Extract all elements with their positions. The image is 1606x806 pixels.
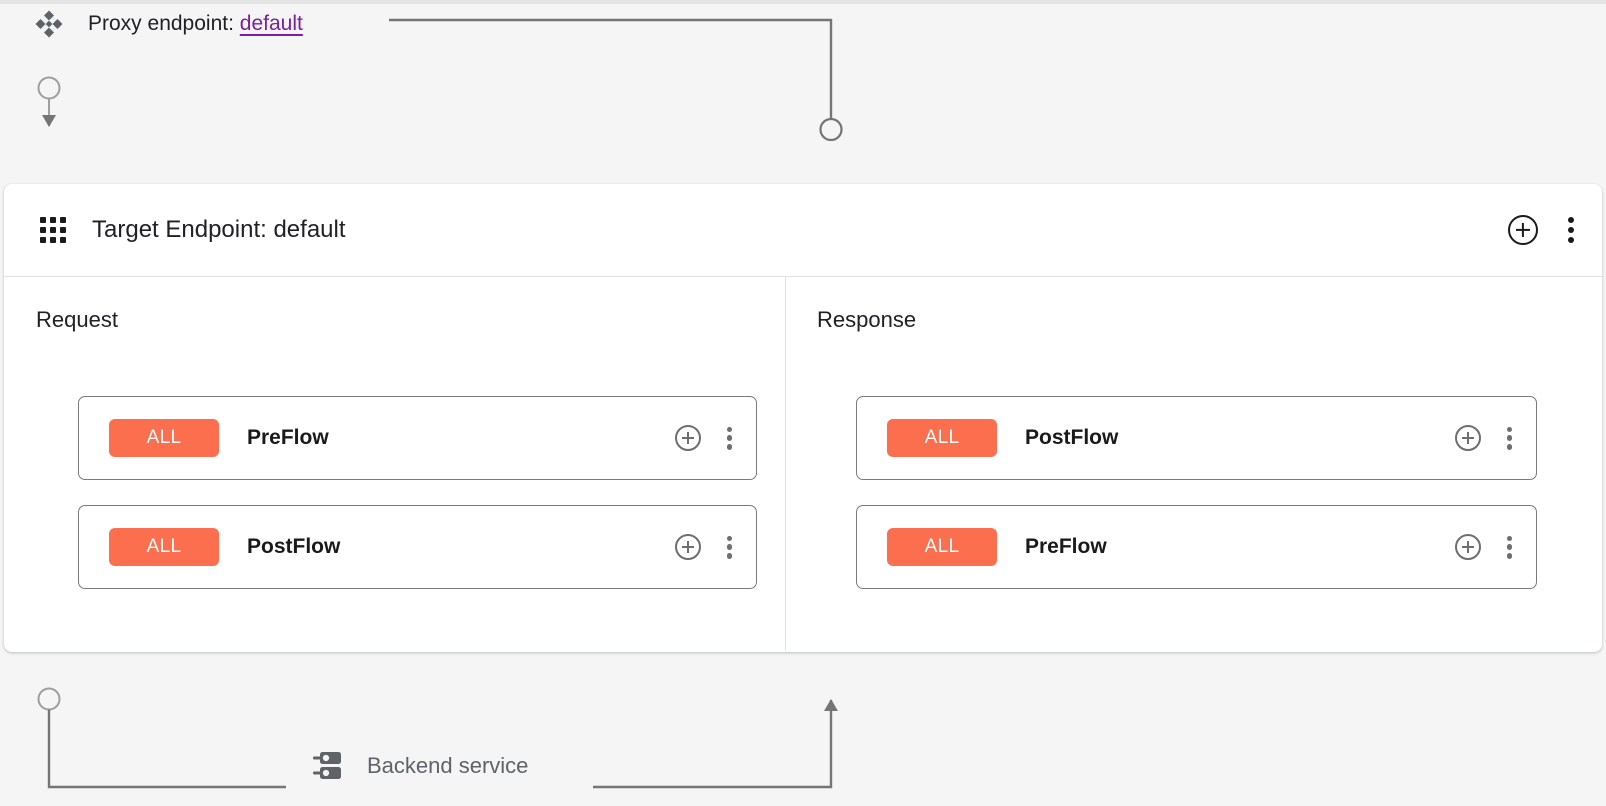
proxy-endpoint-title: Proxy endpoint: default bbox=[88, 10, 303, 38]
more-options-icon bbox=[1506, 535, 1512, 559]
add-icon bbox=[674, 534, 701, 560]
flow-menu-button[interactable] bbox=[726, 426, 732, 450]
wire-proxy-request-entry bbox=[37, 76, 61, 127]
flow-menu-button[interactable] bbox=[1506, 426, 1512, 450]
flow-menu-button[interactable] bbox=[726, 535, 732, 559]
flow-name-label: PostFlow bbox=[1025, 426, 1119, 449]
grid-dots-icon bbox=[40, 217, 66, 243]
flow-row-request-postflow[interactable]: ALL PostFlow bbox=[78, 505, 757, 589]
target-endpoint-body: Request ALL PreFlow bbox=[4, 277, 1602, 651]
target-endpoint-actions bbox=[1508, 215, 1574, 245]
flow-add-button[interactable] bbox=[674, 425, 701, 451]
response-flow-list: ALL PostFlow bbox=[856, 396, 1537, 589]
add-icon bbox=[1454, 425, 1481, 451]
flow-name-label: PreFlow bbox=[247, 426, 329, 449]
flow-condition-badge: ALL bbox=[887, 528, 997, 566]
more-options-icon bbox=[726, 426, 732, 450]
flow-menu-button[interactable] bbox=[1506, 535, 1512, 559]
flow-row-actions bbox=[1454, 425, 1512, 451]
wire-proxy-to-target bbox=[389, 18, 843, 142]
wire-target-to-backend bbox=[37, 687, 286, 789]
backend-service-node[interactable]: Backend service bbox=[313, 751, 528, 781]
target-endpoint-panel: Target Endpoint: default Request ALL bbox=[4, 184, 1602, 652]
more-options-icon bbox=[1568, 217, 1574, 243]
add-icon bbox=[674, 425, 701, 451]
request-flow-list: ALL PreFlow bbox=[78, 396, 757, 589]
flow-name-label: PostFlow bbox=[247, 535, 341, 558]
flow-row-response-preflow[interactable]: ALL PreFlow bbox=[856, 505, 1537, 589]
flow-row-actions bbox=[1454, 534, 1512, 560]
response-column: Response ALL PostFlow bbox=[785, 277, 1602, 651]
proxy-diamond-icon bbox=[34, 9, 64, 39]
flow-condition-badge: ALL bbox=[109, 528, 219, 566]
flow-row-request-preflow[interactable]: ALL PreFlow bbox=[78, 396, 757, 480]
flow-add-button[interactable] bbox=[674, 534, 701, 560]
more-options-icon bbox=[1506, 426, 1512, 450]
target-endpoint-title: Target Endpoint: default bbox=[92, 216, 346, 243]
flow-add-button[interactable] bbox=[1454, 425, 1481, 451]
target-endpoint-header: Target Endpoint: default bbox=[4, 184, 1602, 277]
proxy-endpoint-label-text: Proxy endpoint: bbox=[88, 12, 234, 35]
flow-condition-badge: ALL bbox=[109, 419, 219, 457]
add-icon bbox=[1454, 534, 1481, 560]
target-endpoint-menu-button[interactable] bbox=[1568, 217, 1574, 243]
top-edge-strip bbox=[0, 0, 1606, 4]
flow-add-button[interactable] bbox=[1454, 534, 1481, 560]
more-options-icon bbox=[726, 535, 732, 559]
target-endpoint-add-button[interactable] bbox=[1508, 215, 1538, 245]
proxy-endpoint-header: Proxy endpoint: default bbox=[34, 6, 303, 42]
response-column-heading: Response bbox=[817, 307, 917, 332]
add-icon bbox=[1508, 215, 1538, 245]
backend-service-label: Backend service bbox=[367, 753, 529, 778]
request-column-heading: Request bbox=[36, 307, 118, 332]
flow-name-label: PreFlow bbox=[1025, 535, 1107, 558]
request-column: Request ALL PreFlow bbox=[4, 277, 785, 651]
flow-row-actions bbox=[674, 534, 732, 560]
flow-row-response-postflow[interactable]: ALL PostFlow bbox=[856, 396, 1537, 480]
flow-condition-badge: ALL bbox=[887, 419, 997, 457]
flow-row-actions bbox=[674, 425, 732, 451]
server-stack-icon bbox=[313, 751, 341, 781]
wire-backend-to-target bbox=[593, 699, 838, 789]
proxy-endpoint-link[interactable]: default bbox=[239, 12, 303, 35]
